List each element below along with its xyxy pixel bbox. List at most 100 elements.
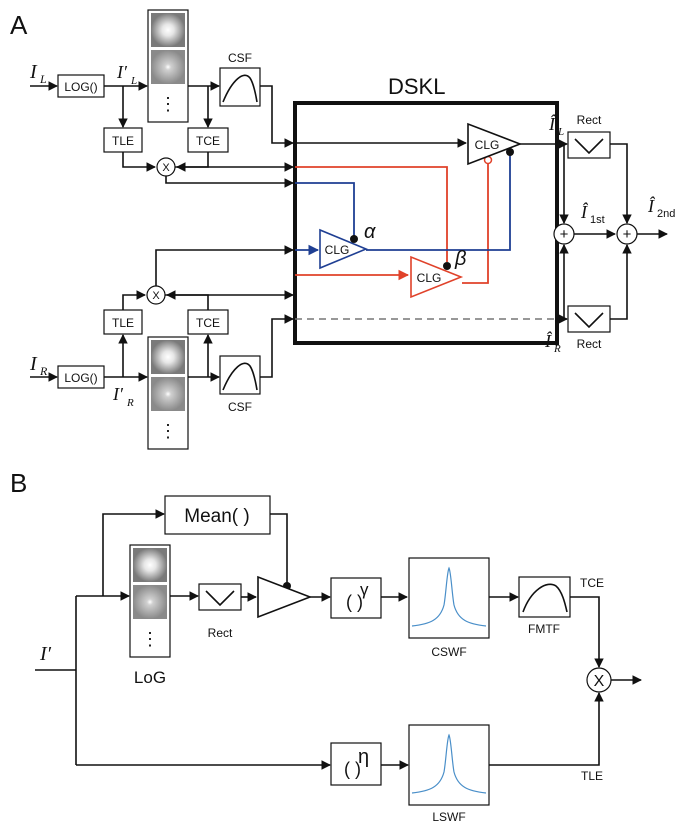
alpha-symbol: α (364, 221, 376, 243)
eta-box (330, 742, 382, 786)
panel-a-label: A (10, 10, 28, 40)
gamma-label: ( ) (346, 592, 363, 612)
red-wire-top-to-beta (295, 166, 448, 262)
gamma-box (330, 577, 382, 619)
clg-top: CLG (467, 122, 523, 166)
svg-text:L: L (39, 72, 47, 86)
svg-text:⋮: ⋮ (159, 94, 177, 114)
tle-box-bottom (103, 309, 143, 335)
tce-box-top (187, 127, 229, 153)
svg-text:I: I (29, 61, 38, 83)
svg-text:CLG: CLG (475, 138, 500, 152)
tle-label-b: TLE (581, 769, 603, 783)
mult-symbol-b: X (594, 673, 605, 690)
input-prime-label: I′ (39, 643, 52, 665)
svg-text:1st: 1st (590, 214, 605, 226)
tce-to-mult-top (176, 152, 209, 172)
prime-right-label: I′ R (112, 384, 134, 409)
mult-symbol-bottom: X (152, 290, 160, 302)
rect-label: Rect (208, 626, 233, 640)
log-filter-bank: ⋮ (129, 544, 171, 658)
dskl-title: DSKL (388, 74, 445, 99)
out-first-label: Î 1st (580, 201, 605, 226)
panel-b-label: B (10, 468, 27, 498)
lswf-label: LSWF (432, 810, 465, 824)
fmtf-to-mult (570, 596, 604, 668)
red-wire-beta-to-top-clg (462, 164, 489, 284)
svg-text:⋮: ⋮ (141, 629, 159, 649)
mean-label: Mean( ) (184, 506, 249, 527)
tce-label: TCE (580, 576, 604, 590)
rect-bottom-to-sum-second (610, 244, 632, 320)
svg-text:Î: Î (548, 113, 557, 134)
clg-beta: CLG (410, 255, 464, 299)
input-left-label: I L (29, 61, 47, 86)
cswf-box (408, 557, 490, 639)
svg-text:⋮: ⋮ (159, 421, 177, 441)
svg-text:Î: Î (544, 330, 553, 351)
rect-top-to-sum-second (610, 143, 632, 224)
blue-wire-top-to-alpha (295, 182, 355, 237)
lswf-to-mult (489, 692, 604, 766)
out-second-label: Î 2nd (647, 195, 675, 220)
svg-text:Î: Î (580, 201, 589, 222)
svg-text:I′: I′ (112, 384, 124, 404)
rect-label-top: Rect (577, 113, 602, 127)
lswf-box (408, 724, 490, 806)
rect-box-top (567, 131, 611, 159)
alpha-node (350, 235, 358, 243)
log-label-left: LOG() (64, 80, 97, 94)
rect-box (198, 583, 242, 611)
csf-box-bottom (219, 355, 261, 395)
svg-text:I′: I′ (39, 643, 52, 665)
beta-symbol: β (454, 248, 466, 270)
plus-first: + (560, 226, 569, 243)
out-left-label: Î L (548, 113, 564, 138)
gamma-sup: γ (360, 580, 369, 599)
cswf-label: CSWF (431, 645, 466, 659)
log-label-right: LOG() (64, 371, 97, 385)
svg-text:L: L (557, 126, 564, 138)
input-to-mean (102, 509, 165, 596)
tce-to-mult-bottom (166, 290, 209, 310)
svg-text:R: R (126, 397, 134, 409)
mean-to-gain (270, 513, 288, 584)
tle-label-bottom: TLE (112, 316, 134, 330)
tce-label-bottom: TCE (196, 316, 220, 330)
mean-box (164, 495, 271, 535)
tle-to-mult-top (122, 152, 156, 172)
eta-label: ( ) (344, 759, 361, 779)
filter-bank-top: ⋮ (147, 9, 189, 123)
tce-box-bottom (187, 309, 229, 335)
svg-text:CLG: CLG (325, 243, 350, 257)
svg-text:R: R (39, 364, 48, 378)
mult-to-dskl-bottom-a (155, 245, 294, 286)
filter-bank-bottom: ⋮ (147, 336, 189, 450)
tle-label-top: TLE (112, 134, 134, 148)
tle-box-top (103, 127, 143, 153)
prime-left-label: I′ L (116, 62, 137, 87)
gain-triangle (257, 575, 313, 619)
tce-label-top: TCE (196, 134, 220, 148)
svg-text:Î: Î (647, 195, 656, 216)
dskl-box (293, 101, 559, 345)
csf-label-top: CSF (228, 51, 252, 65)
fmtf-label: FMTF (528, 622, 560, 636)
plus-second: + (623, 226, 632, 243)
svg-text:I: I (29, 353, 38, 375)
csf-to-dskl-bottom (260, 314, 294, 378)
mult-symbol-top: X (162, 162, 170, 174)
blue-wire-alpha-to-top-clg (366, 152, 511, 251)
svg-text:2nd: 2nd (657, 208, 675, 220)
mult-to-dskl-top-b (165, 176, 294, 188)
svg-text:I′: I′ (116, 62, 128, 82)
rect-label-bottom: Rect (577, 337, 602, 351)
csf-to-dskl-top (260, 85, 294, 148)
tle-to-mult-bottom (122, 290, 146, 310)
eta-sup: η (358, 746, 369, 768)
rect-box-bottom (567, 305, 611, 333)
input-right-label: I R (29, 353, 48, 378)
beta-node (443, 262, 451, 270)
top-clg-node (506, 148, 514, 156)
